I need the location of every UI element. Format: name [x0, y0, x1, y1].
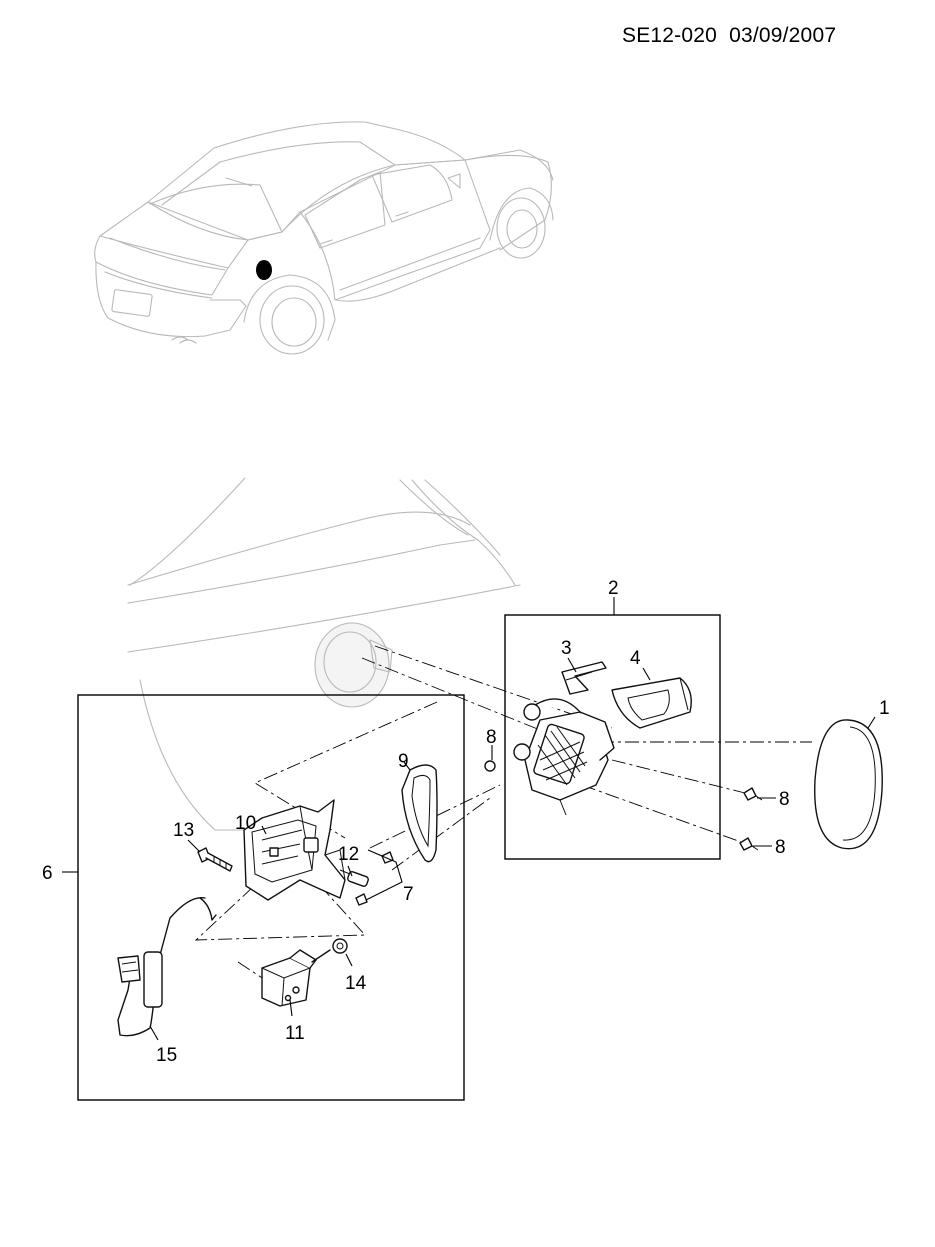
- callout-7: 7: [403, 884, 414, 905]
- part-14-nut: [311, 938, 348, 963]
- car-overview-illustration: [94, 121, 554, 355]
- fuel-door-location-marker: [256, 260, 272, 280]
- part-2-filler-housing: [513, 698, 615, 816]
- part-11-actuator: [261, 949, 317, 1007]
- callout-15: 15: [156, 1045, 177, 1066]
- callout-6: 6: [42, 863, 53, 884]
- leader-lines: [62, 597, 876, 1041]
- part-9-gasket: [401, 764, 438, 863]
- callout-9: 9: [398, 751, 409, 772]
- part-1-fuel-door: [814, 719, 883, 850]
- part-12-plunger: [339, 869, 369, 887]
- part-15-wiring-harness: [117, 896, 217, 1037]
- callout-2: 2: [608, 578, 619, 599]
- callout-8-upper: 8: [779, 789, 790, 810]
- part-10-actuator-bracket: [243, 799, 346, 901]
- callout-1: 1: [879, 698, 890, 719]
- callout-14: 14: [345, 973, 367, 994]
- part-8-screw-lower: [739, 837, 759, 851]
- group-box-6: [77, 694, 465, 1101]
- callout-12: 12: [338, 844, 359, 865]
- part-7-screw-left: [355, 893, 368, 906]
- callout-8-lower: 8: [775, 837, 786, 858]
- part-3-retaining-clip: [561, 661, 607, 695]
- part-4-housing-seal: [611, 677, 692, 729]
- quarter-panel-outline: [127, 477, 521, 831]
- part-8-screw-left: [484, 760, 496, 772]
- part-13-bolt: [197, 847, 233, 872]
- callout-11: 11: [285, 1023, 305, 1044]
- callout-8-left: 8: [486, 727, 497, 748]
- callout-3: 3: [561, 638, 572, 659]
- drawing-code: SE12-020: [622, 24, 718, 47]
- group-box-2: [504, 614, 721, 860]
- drawing-reference: SE12-020 03/09/2007: [622, 24, 836, 48]
- part-7-screw-right: [381, 851, 394, 864]
- drawing-date: 03/09/2007: [729, 24, 837, 47]
- callout-13: 13: [173, 820, 194, 841]
- callout-4: 4: [630, 648, 641, 669]
- assembly-lines: [194, 645, 812, 1004]
- callout-10: 10: [235, 813, 256, 834]
